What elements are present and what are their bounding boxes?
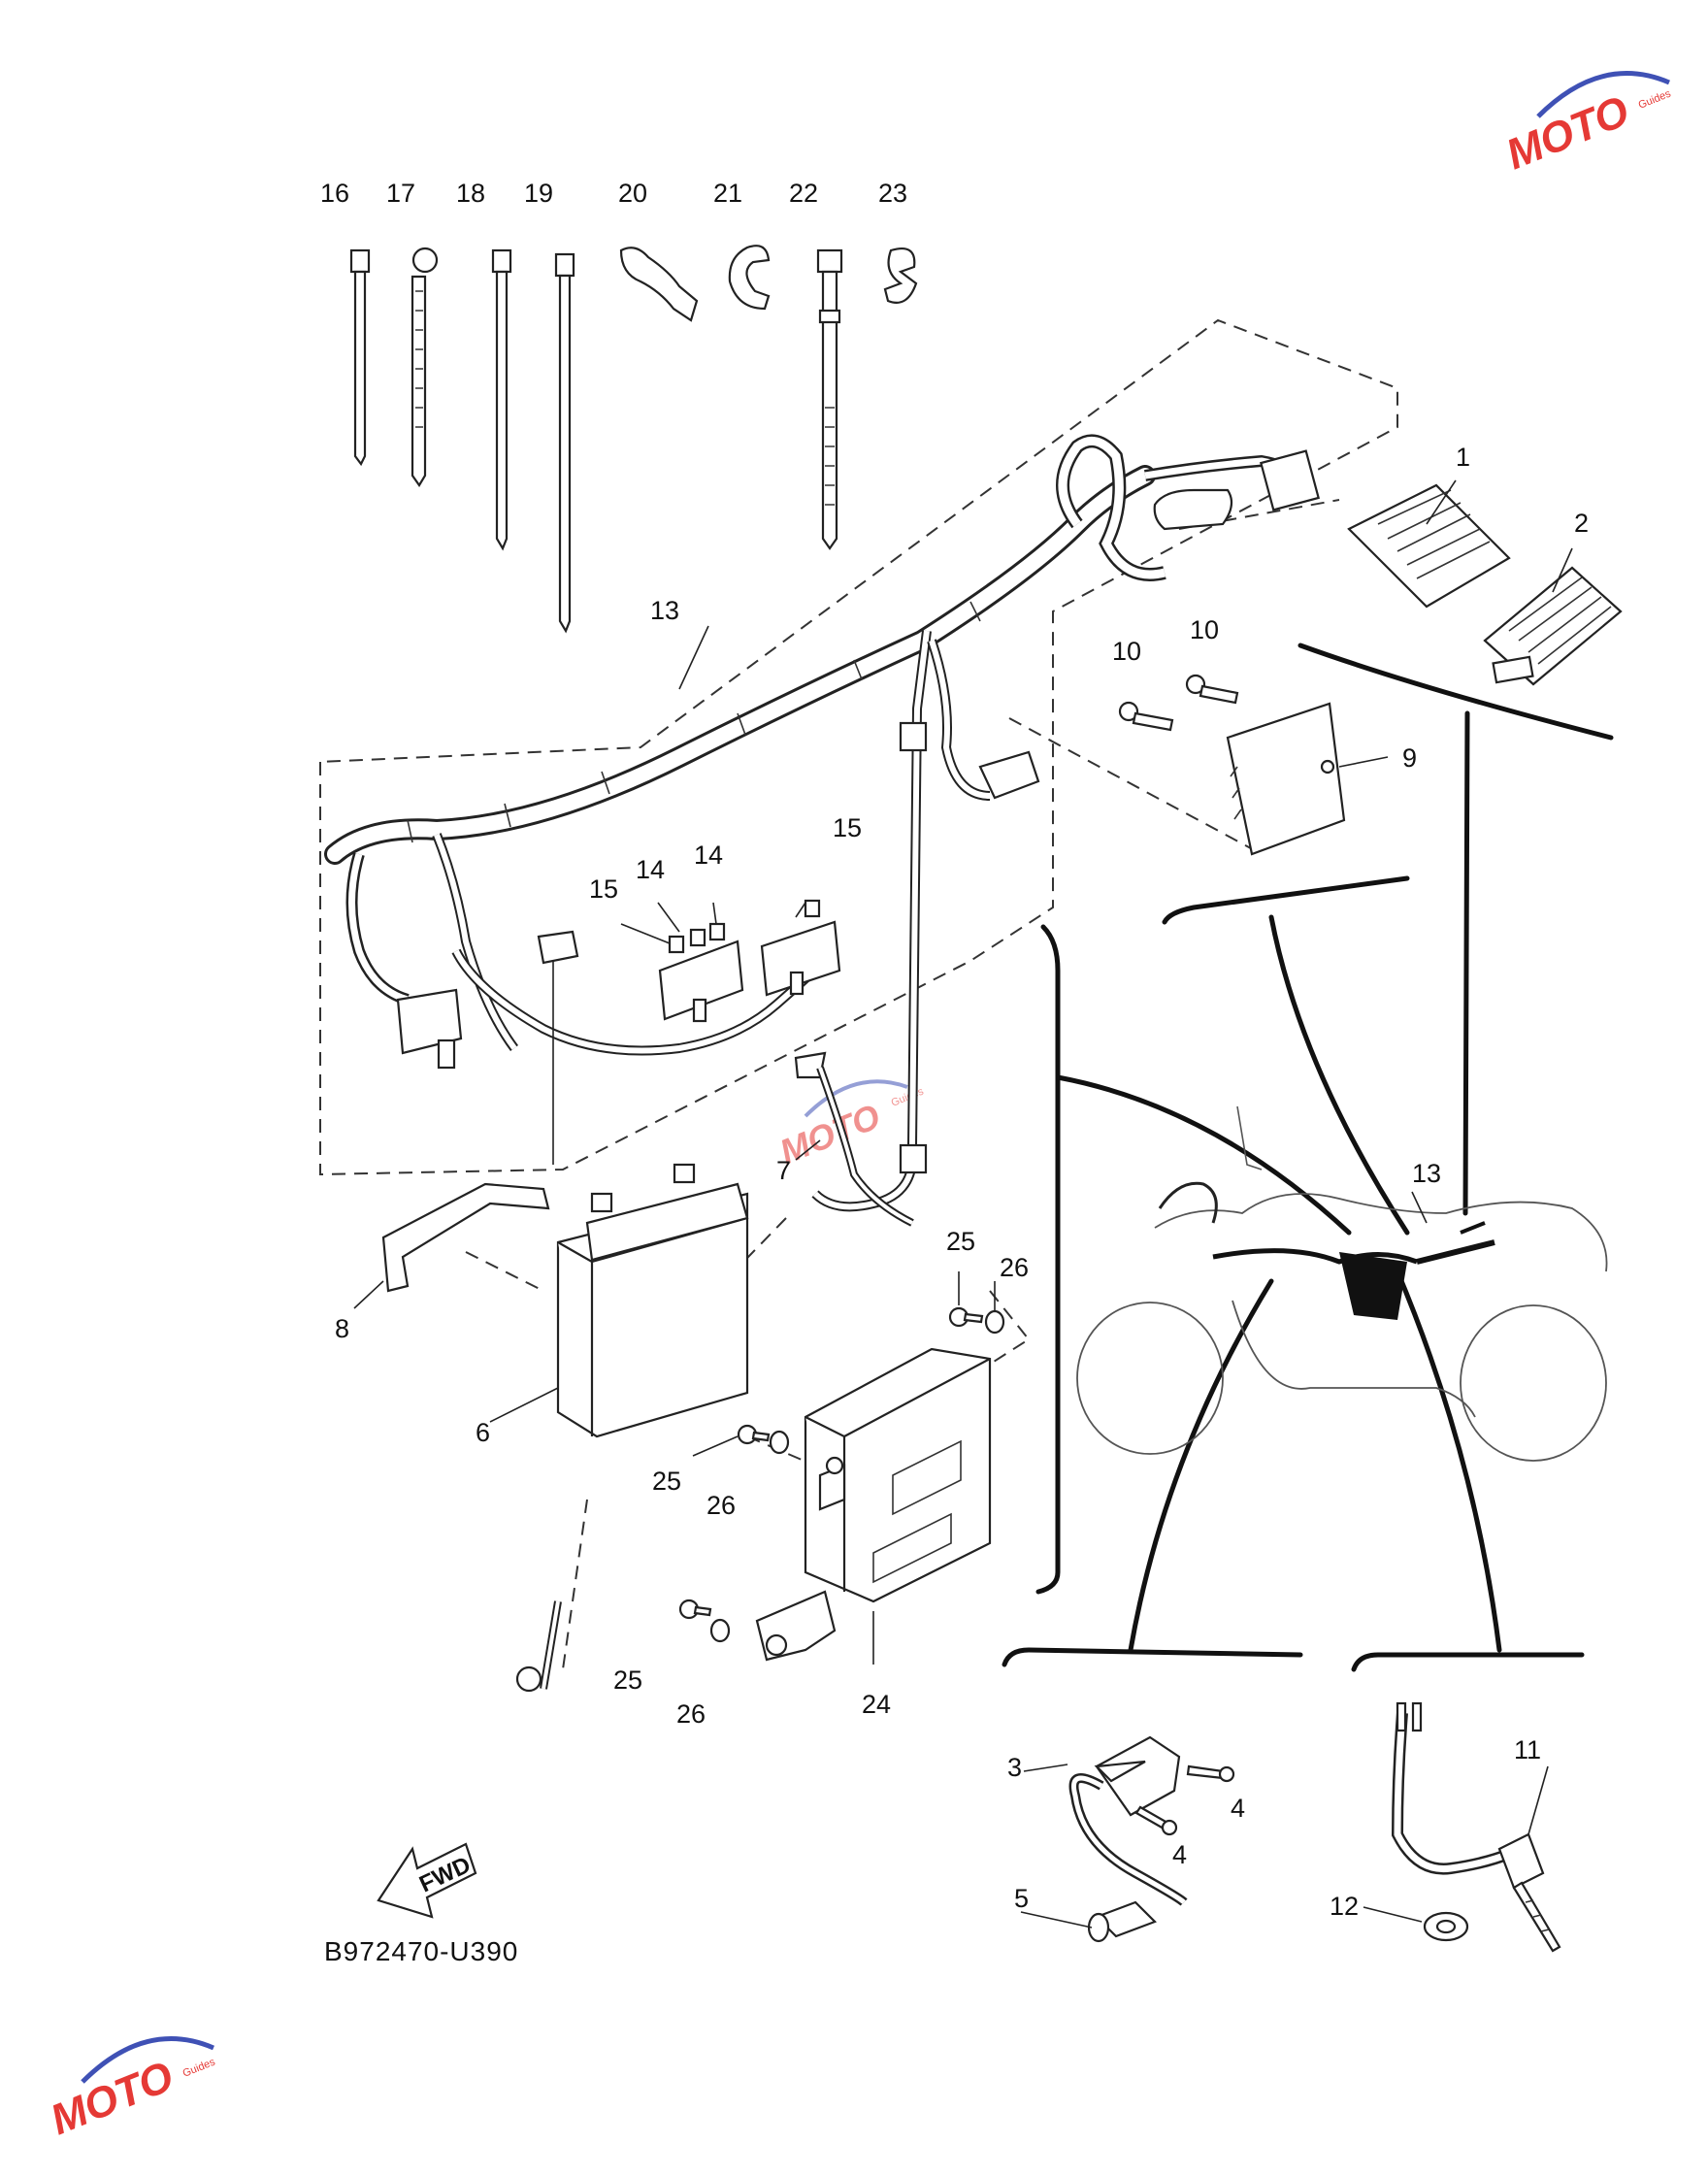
callout-11: 11 (1514, 1735, 1541, 1764)
vehicle-silhouette (1076, 1105, 1608, 1462)
callout-9: 9 (1402, 743, 1417, 773)
cable-tie-18 (491, 248, 512, 551)
callout-10b: 10 (1190, 615, 1219, 644)
dashed-leader-8 (465, 1251, 544, 1292)
callout-14b: 14 (694, 841, 723, 870)
callout-4a: 4 (1231, 1794, 1245, 1823)
callout-13b: 13 (1412, 1159, 1441, 1188)
callout-26a: 26 (1000, 1253, 1029, 1282)
leader-coil-vehicle (1128, 1278, 1274, 1653)
callout-23: 23 (878, 179, 907, 208)
relay-left (658, 922, 744, 1023)
cable-tie-16 (349, 248, 371, 467)
relay-right (760, 899, 841, 997)
battery-band-8 (381, 1182, 550, 1293)
harness-clamp-23 (883, 247, 918, 304)
battery-6 (556, 1163, 749, 1438)
dashed-leader-9 (1008, 717, 1263, 855)
screw-4-upper (1186, 1764, 1235, 1783)
ignition-coil-3 (1068, 1735, 1188, 1906)
callout-1: 1 (1456, 443, 1470, 472)
negative-cable-terminal (515, 1600, 562, 1693)
watermark-subtext-center: Guides (890, 1085, 926, 1108)
bolt-25-top (948, 1306, 984, 1328)
rectifier-regulator-9 (1226, 702, 1346, 856)
leader-vehicle (1055, 1074, 1352, 1236)
callout-21: 21 (713, 179, 742, 208)
callout-16: 16 (320, 179, 349, 208)
leader-switch-vehicle (1395, 1269, 1502, 1653)
harness-clamp-21 (728, 245, 771, 311)
callout-20: 20 (618, 179, 647, 208)
spark-plug-cap-5 (1087, 1900, 1157, 1943)
screw-4-lower (1134, 1805, 1178, 1836)
washer-26-top (984, 1309, 1005, 1335)
callout-13a: 13 (650, 596, 679, 625)
battery-cable-7 (794, 1051, 914, 1227)
callout-15b: 15 (833, 813, 862, 842)
bolt-25-bottom (678, 1599, 712, 1620)
bolt-25-middle (737, 1424, 771, 1445)
cable-clip-tie-17 (411, 247, 439, 488)
battery-box-24 (755, 1347, 992, 1662)
fwd-arrow-icon: FWD (377, 1842, 477, 1919)
watermark-text-bottom: MOTO (44, 2053, 180, 2145)
callout-24: 24 (862, 1690, 891, 1719)
bracket-regulator (1162, 875, 1410, 925)
harness-group-outline (319, 318, 1398, 1176)
leader-lines (353, 479, 1573, 1929)
watermark-text: MOTO (1499, 87, 1635, 180)
leader-regulator-vehicle (1268, 914, 1410, 1236)
callout-3: 3 (1007, 1753, 1022, 1782)
callout-17: 17 (386, 179, 415, 208)
callout-6: 6 (476, 1418, 490, 1447)
bracket-vehicle (1035, 924, 1061, 1595)
bracket-ignition-coil (1002, 1647, 1303, 1667)
callout-18: 18 (456, 179, 485, 208)
harness-clamp-20 (619, 247, 699, 322)
washer-26-middle (769, 1430, 790, 1455)
callout-5: 5 (1014, 1884, 1029, 1913)
watermark-logo-bottom-left: MOTO Guides (44, 2036, 217, 2145)
callout-25c: 25 (613, 1665, 642, 1695)
callout-2: 2 (1574, 509, 1589, 538)
cable-tie-22 (816, 248, 843, 550)
dashed-leader-cable (562, 1499, 588, 1670)
main-switch-11 (1391, 1701, 1561, 1953)
callout-4b: 4 (1172, 1840, 1187, 1869)
bolt-10-left (1118, 701, 1174, 732)
dashed-leader-25 (746, 1435, 816, 1467)
cable-tie-19 (554, 252, 575, 634)
watermark-logo-top-right: MOTO Guides (1499, 71, 1673, 180)
callout-labels: 1 2 3 4 4 5 6 7 8 9 10 10 11 12 13 13 14… (320, 179, 1589, 1921)
diagram-code: B972470-U390 (324, 1936, 518, 1966)
regulator-2 (1483, 566, 1623, 686)
callout-8: 8 (335, 1314, 349, 1343)
callout-25a: 25 (946, 1227, 975, 1256)
bolt-10-right (1185, 674, 1239, 705)
callout-25b: 25 (652, 1467, 681, 1496)
callout-7: 7 (776, 1156, 791, 1185)
leader-cdi-vehicle (1462, 710, 1470, 1216)
callout-19: 19 (524, 179, 553, 208)
callout-10a: 10 (1112, 637, 1141, 666)
watermark-subtext: Guides (1637, 87, 1673, 111)
callout-22: 22 (789, 179, 818, 208)
bracket-cdi (1297, 643, 1614, 741)
callout-26b: 26 (706, 1491, 736, 1520)
callout-26c: 26 (676, 1699, 706, 1729)
washer-26-bottom (709, 1618, 731, 1643)
bracket-switch (1351, 1652, 1585, 1672)
callout-12: 12 (1330, 1892, 1359, 1921)
callout-15a: 15 (589, 874, 618, 904)
cdi-unit-1 (1347, 483, 1511, 609)
switch-nut-12 (1423, 1911, 1469, 1942)
callout-14a: 14 (636, 855, 665, 884)
watermark-subtext-bottom: Guides (181, 2056, 217, 2079)
